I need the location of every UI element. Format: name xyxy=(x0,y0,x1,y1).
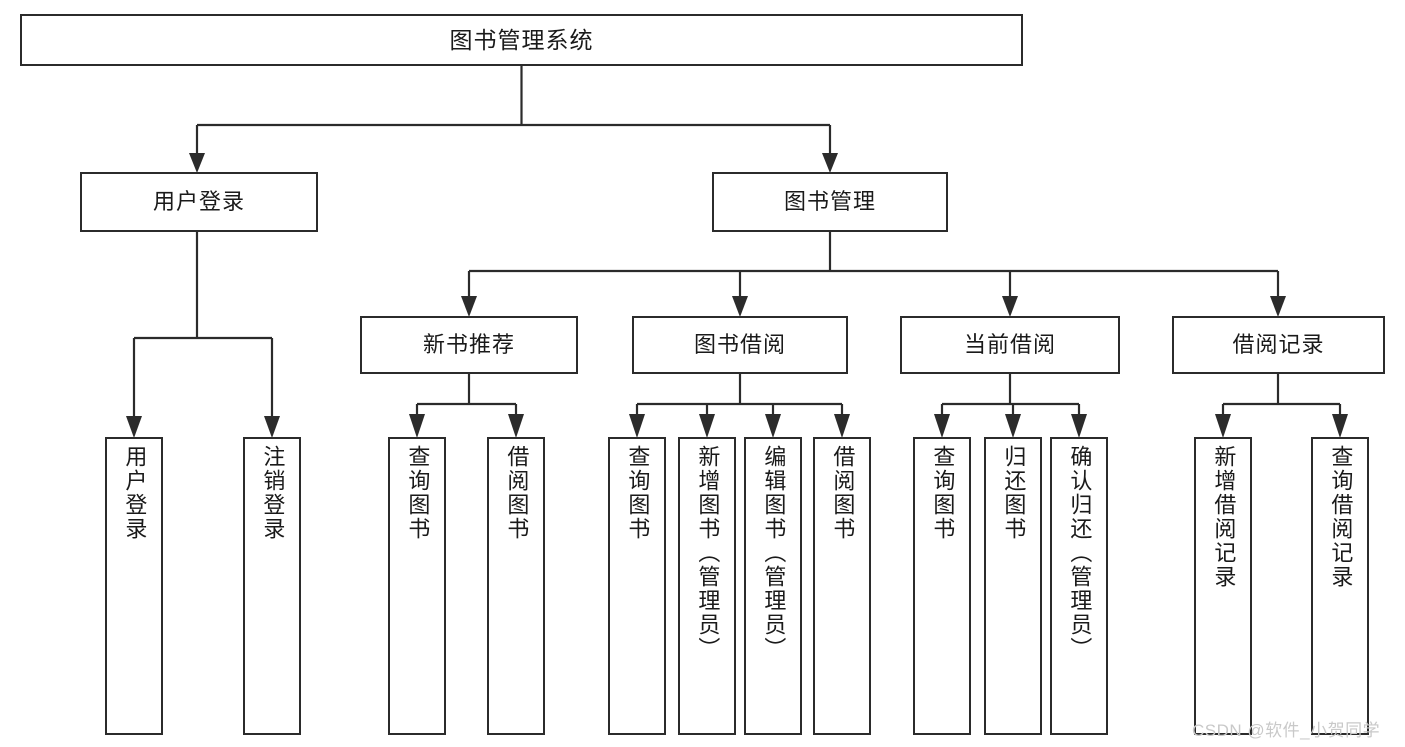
node-leaf-query-book-2[interactable]: 查询图书 xyxy=(608,437,666,735)
arrowhead-leaf-borrow-book-1 xyxy=(508,414,524,438)
node-borrow-record-label: 借阅记录 xyxy=(1232,332,1325,357)
node-leaf-query-book-3[interactable]: 查询图书 xyxy=(913,437,971,735)
node-leaf-user-login[interactable]: 用户登录 xyxy=(105,437,163,735)
node-leaf-confirm-return[interactable]: 确认归还（管理员） xyxy=(1050,437,1108,735)
arrowhead-borrow-record xyxy=(1270,296,1286,317)
node-borrow-record[interactable]: 借阅记录 xyxy=(1172,316,1385,374)
node-leaf-add-record-label: 新增借阅记录 xyxy=(1211,445,1237,589)
node-leaf-confirm-return-label: 确认归还（管理员） xyxy=(1067,445,1093,661)
node-leaf-edit-book[interactable]: 编辑图书（管理员） xyxy=(744,437,802,735)
node-leaf-borrow-book-1-label: 借阅图书 xyxy=(504,445,530,541)
arrowhead-leaf-confirm-return xyxy=(1071,414,1087,438)
arrowhead-leaf-logout xyxy=(264,416,280,438)
arrowhead-leaf-query-book-3 xyxy=(934,414,950,438)
arrowhead-leaf-query-record xyxy=(1332,414,1348,438)
node-leaf-add-book[interactable]: 新增图书（管理员） xyxy=(678,437,736,735)
node-root-label: 图书管理系统 xyxy=(449,26,594,53)
node-leaf-borrow-book-2-label: 借阅图书 xyxy=(830,445,856,541)
arrowhead-leaf-add-book xyxy=(699,414,715,438)
node-leaf-return-book[interactable]: 归还图书 xyxy=(984,437,1042,735)
node-leaf-borrow-book-1[interactable]: 借阅图书 xyxy=(487,437,545,735)
node-leaf-query-record-label: 查询借阅记录 xyxy=(1328,445,1354,589)
arrowhead-leaf-query-book-2 xyxy=(629,414,645,438)
node-leaf-add-record[interactable]: 新增借阅记录 xyxy=(1194,437,1252,735)
node-leaf-logout-label: 注销登录 xyxy=(260,445,286,541)
node-leaf-borrow-book-2[interactable]: 借阅图书 xyxy=(813,437,871,735)
node-current-borrow-label: 当前借阅 xyxy=(963,332,1056,357)
node-leaf-query-book-2-label: 查询图书 xyxy=(625,445,651,541)
node-book-manage-label: 图书管理 xyxy=(783,189,876,214)
arrowhead-current-borrow xyxy=(1002,296,1018,317)
arrowhead-leaf-add-record xyxy=(1215,414,1231,438)
node-book-borrow-label: 图书借阅 xyxy=(693,332,786,357)
arrowhead-leaf-query-book-1 xyxy=(409,414,425,438)
node-book-manage[interactable]: 图书管理 xyxy=(712,172,948,232)
arrowhead-leaf-user-login xyxy=(126,416,142,438)
node-leaf-query-book-3-label: 查询图书 xyxy=(930,445,956,541)
arrowhead-new-book-recommend xyxy=(461,296,477,317)
node-new-book-recommend-label: 新书推荐 xyxy=(422,332,515,357)
arrowhead-user-login xyxy=(189,153,205,173)
node-book-borrow[interactable]: 图书借阅 xyxy=(632,316,848,374)
node-leaf-query-record[interactable]: 查询借阅记录 xyxy=(1311,437,1369,735)
arrowhead-leaf-edit-book xyxy=(765,414,781,438)
node-new-book-recommend[interactable]: 新书推荐 xyxy=(360,316,578,374)
node-leaf-logout[interactable]: 注销登录 xyxy=(243,437,301,735)
node-root[interactable]: 图书管理系统 xyxy=(20,14,1023,66)
csdn-watermark: CSDN @软件_小贺同学 xyxy=(1192,721,1381,740)
node-leaf-edit-book-label: 编辑图书（管理员） xyxy=(761,445,787,661)
node-current-borrow[interactable]: 当前借阅 xyxy=(900,316,1120,374)
arrowhead-leaf-return-book xyxy=(1005,414,1021,438)
arrowhead-book-manage xyxy=(822,153,838,173)
node-leaf-user-login-label: 用户登录 xyxy=(122,445,148,541)
node-leaf-query-book-1-label: 查询图书 xyxy=(405,445,431,541)
arrowhead-leaf-borrow-book-2 xyxy=(834,414,850,438)
node-user-login-label: 用户登录 xyxy=(152,189,245,214)
node-user-login[interactable]: 用户登录 xyxy=(80,172,318,232)
arrowhead-book-borrow xyxy=(732,296,748,317)
node-leaf-add-book-label: 新增图书（管理员） xyxy=(695,445,721,661)
node-leaf-return-book-label: 归还图书 xyxy=(1001,445,1027,541)
node-leaf-query-book-1[interactable]: 查询图书 xyxy=(388,437,446,735)
